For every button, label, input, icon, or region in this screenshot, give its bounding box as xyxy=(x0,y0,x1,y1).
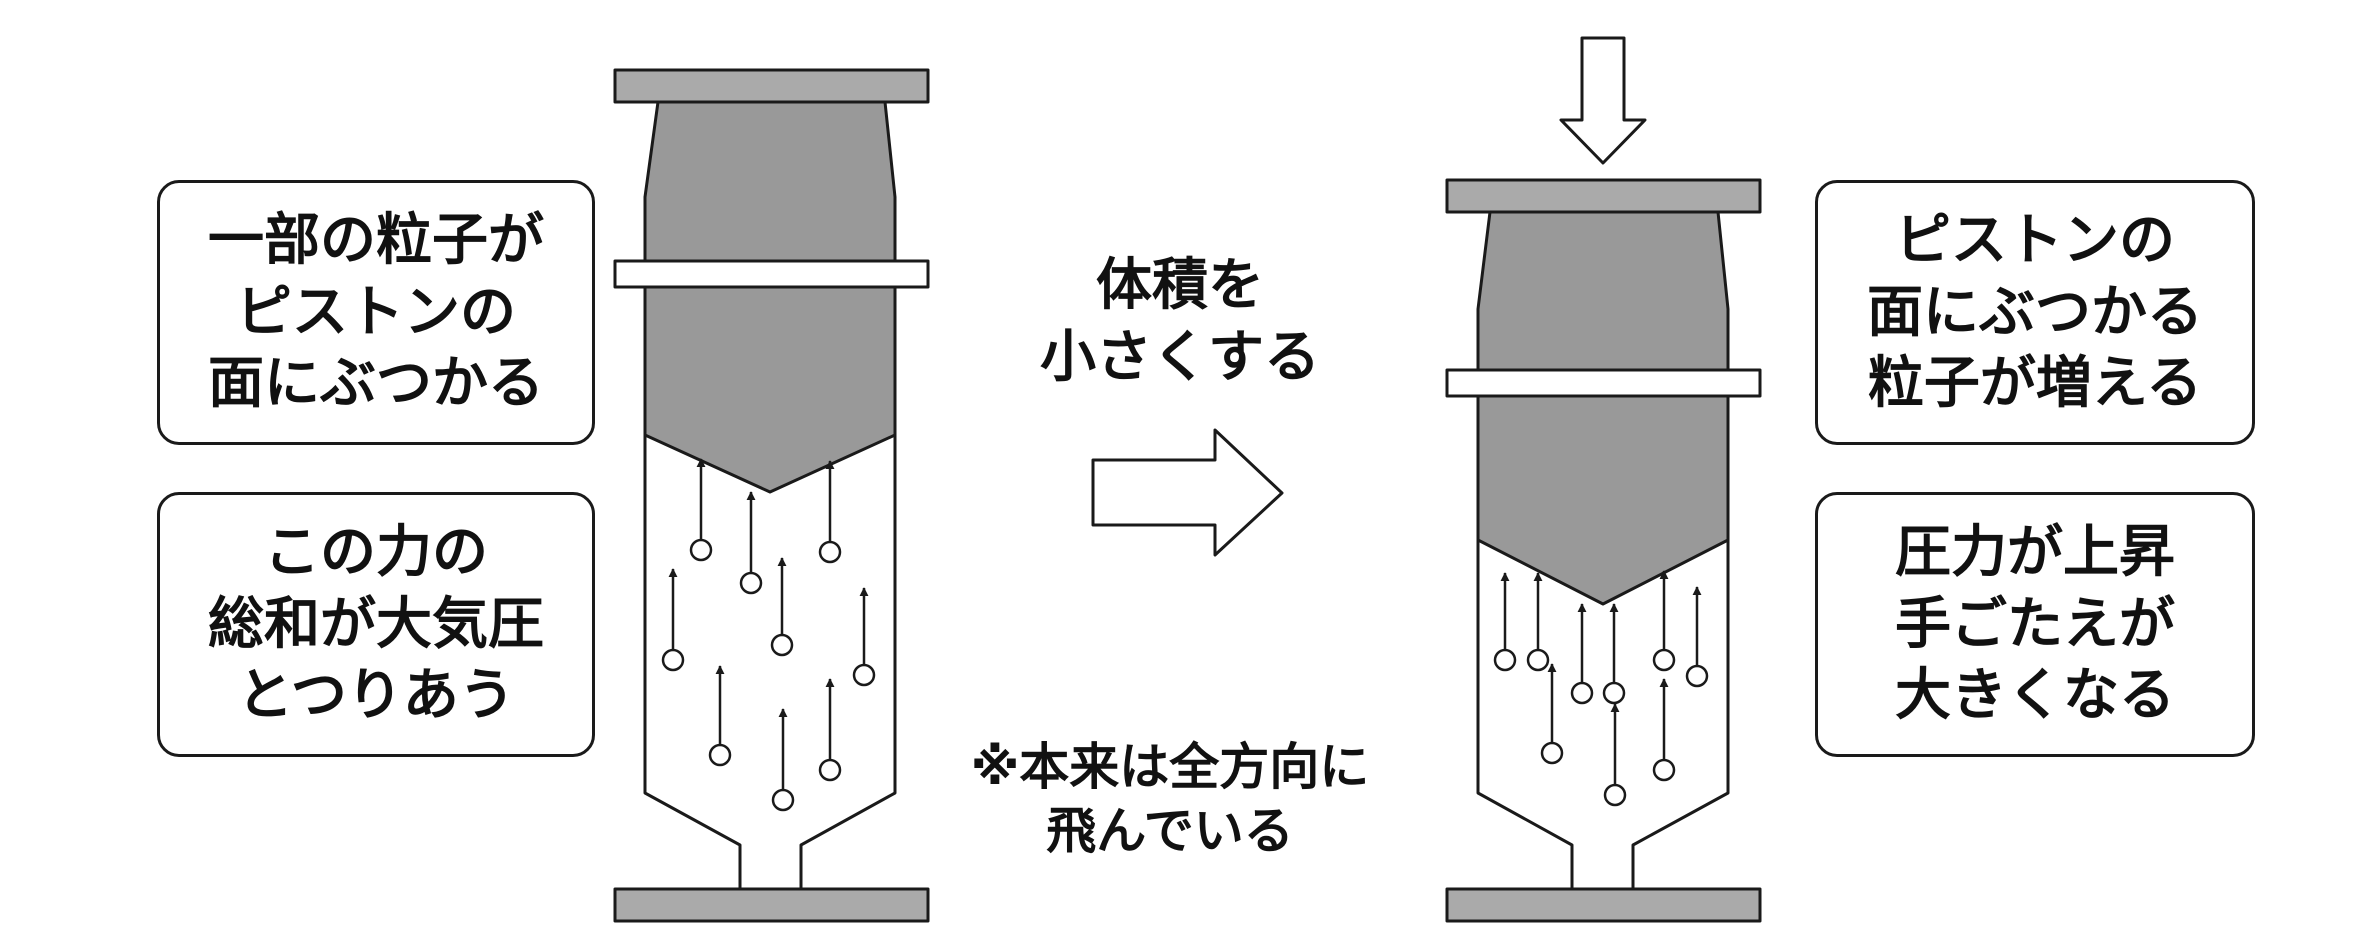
caption-line: この力の xyxy=(264,519,488,585)
left-piston-collar xyxy=(613,259,930,289)
center-label-line: 小さくする xyxy=(1040,324,1320,390)
left-syringe xyxy=(613,68,930,923)
caption-line: 面にぶつかる xyxy=(1867,279,2203,345)
caption-line: 粒子が増える xyxy=(1867,351,2203,417)
right-top-caption-box: ピストンの 面にぶつかる 粒子が増える xyxy=(1815,180,2255,445)
center-label-line: 体積を xyxy=(1096,253,1264,318)
left-piston-top-plate xyxy=(613,68,930,104)
gas-particle xyxy=(770,557,794,657)
left-top-caption-box: 一部の粒子が ピストンの 面にぶつかる xyxy=(157,180,595,445)
particle-dot xyxy=(1602,681,1626,705)
right-bottom-plate xyxy=(1445,887,1762,923)
particle-dot xyxy=(818,540,842,564)
left-particles xyxy=(661,458,876,812)
right-syringe xyxy=(1445,178,1762,923)
particle-dot xyxy=(771,788,795,812)
right-piston-rod xyxy=(1476,210,1730,606)
caption-line: 面にぶつかる xyxy=(208,351,544,417)
push-down-arrow-icon xyxy=(1559,36,1647,165)
gas-particle xyxy=(1526,572,1550,672)
particle-dot xyxy=(1493,648,1517,672)
right-barrel xyxy=(1476,540,1730,889)
gas-particle xyxy=(1570,603,1594,705)
gas-particle xyxy=(852,587,876,687)
note-line: ※本来は全方向に xyxy=(970,738,1370,796)
particle-dot xyxy=(689,538,713,562)
particle-dot xyxy=(708,743,732,767)
left-bottom-plate xyxy=(613,887,930,923)
particle-dot xyxy=(770,633,794,657)
caption-line: 大きくなる xyxy=(1895,663,2175,729)
gas-particle xyxy=(689,458,713,562)
right-particles xyxy=(1493,570,1709,807)
caption-line: ピストンの xyxy=(236,279,516,345)
particle-dot xyxy=(1603,783,1627,807)
particle-dot xyxy=(1652,758,1676,782)
particle-dot xyxy=(661,648,685,672)
left-bottom-caption-box: この力の 総和が大気圧 とつりあう xyxy=(157,492,595,757)
gas-particle xyxy=(1652,678,1676,782)
caption-line: 圧力が上昇 xyxy=(1895,519,2175,585)
caption-line: ピストンの xyxy=(1895,207,2175,273)
gas-particle xyxy=(771,708,795,812)
particle-dot xyxy=(1685,664,1709,688)
left-piston-rod xyxy=(643,100,897,494)
left-barrel xyxy=(643,435,897,889)
note-line: 飛んでいる xyxy=(1046,802,1294,860)
gas-particle xyxy=(1652,570,1676,672)
left-top-caption-text: 一部の粒子が ピストンの 面にぶつかる xyxy=(208,205,544,420)
right-bottom-caption-box: 圧力が上昇 手ごたえが 大きくなる xyxy=(1815,492,2255,757)
particle-dot xyxy=(1526,648,1550,672)
particle-dot xyxy=(1570,681,1594,705)
particle-dot xyxy=(1540,741,1564,765)
particle-dot xyxy=(818,758,842,782)
gas-particle xyxy=(1540,663,1564,765)
gas-particle xyxy=(818,460,842,564)
right-piston-top-plate xyxy=(1445,178,1762,214)
right-arrow-icon xyxy=(1091,428,1284,557)
gas-particle xyxy=(1603,703,1627,807)
gas-particle xyxy=(708,665,732,767)
right-piston-collar xyxy=(1445,368,1762,398)
particle-dot xyxy=(852,663,876,687)
gas-particle xyxy=(661,568,685,672)
caption-line: とつりあう xyxy=(237,663,515,729)
left-bottom-caption-text: この力の 総和が大気圧 とつりあう xyxy=(208,517,544,732)
caption-line: 一部の粒子が xyxy=(208,207,544,273)
gas-particle xyxy=(739,491,763,595)
caption-line: 手ごたえが xyxy=(1895,591,2175,657)
particle-dot xyxy=(1652,648,1676,672)
gas-particle xyxy=(1685,586,1709,688)
right-top-caption-text: ピストンの 面にぶつかる 粒子が増える xyxy=(1867,205,2203,420)
caption-line: 総和が大気圧 xyxy=(208,591,544,657)
gas-particle xyxy=(1602,603,1626,705)
center-label: 体積を 小さくする xyxy=(990,250,1370,393)
right-bottom-caption-text: 圧力が上昇 手ごたえが 大きくなる xyxy=(1895,517,2175,732)
gas-particle xyxy=(818,678,842,782)
particle-dot xyxy=(739,571,763,595)
direction-note: ※本来は全方向に 飛んでいる xyxy=(920,735,1420,863)
gas-particle xyxy=(1493,572,1517,672)
